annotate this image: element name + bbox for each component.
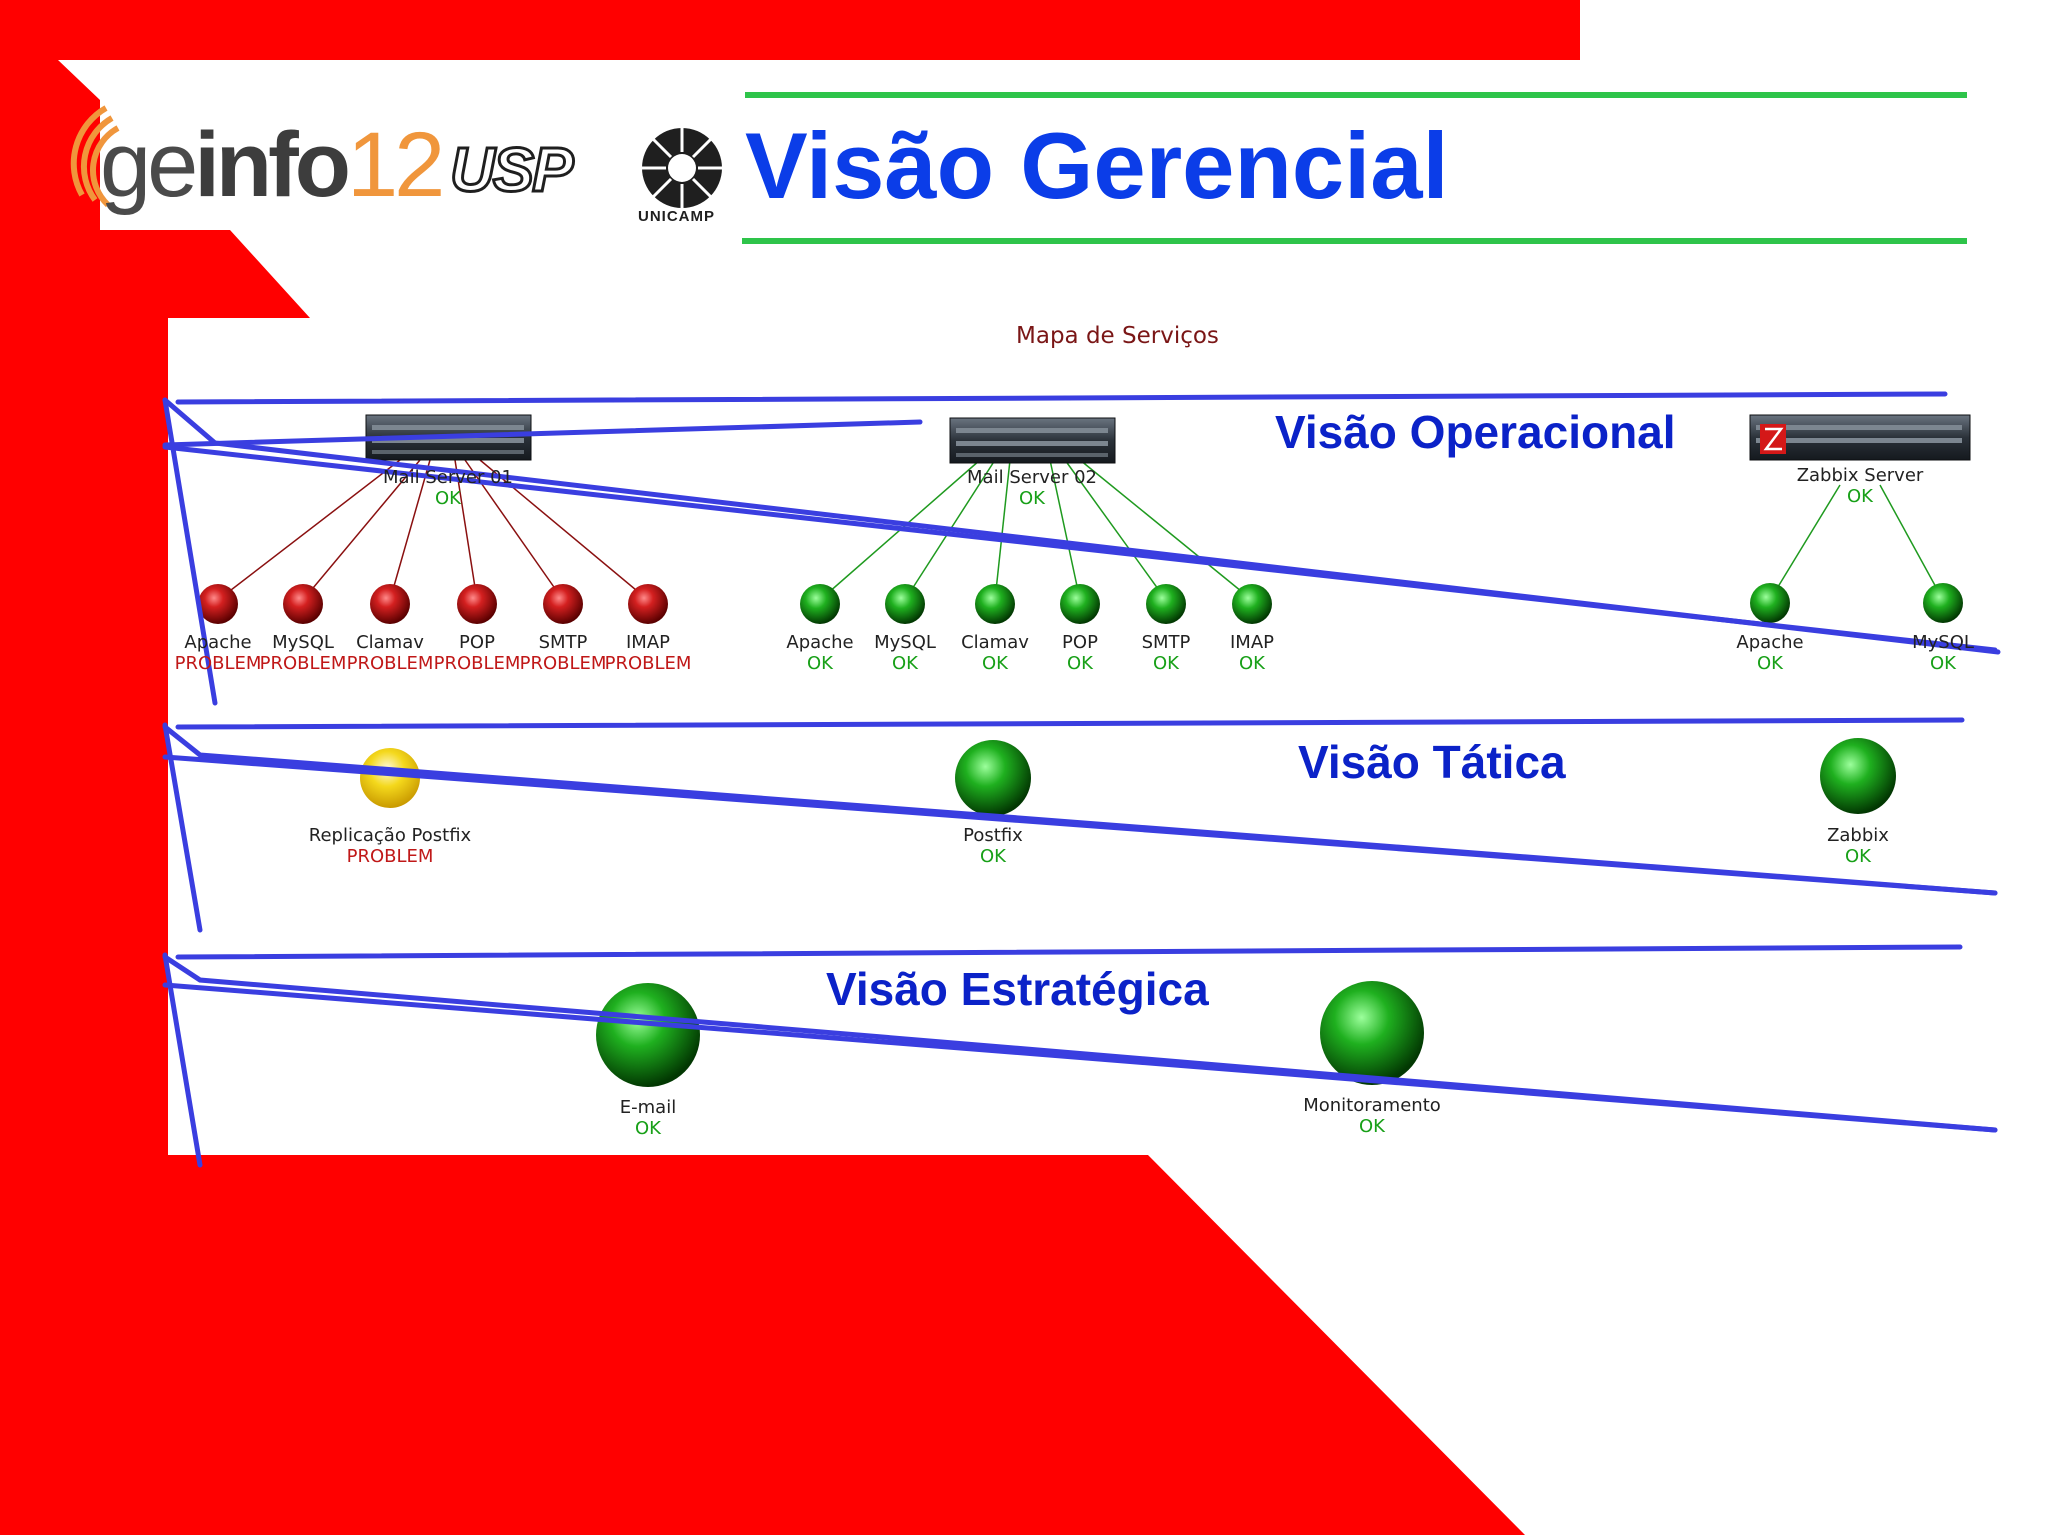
service-name: SMTP (1141, 632, 1191, 653)
service-name: Apache (1736, 632, 1804, 653)
geinfo-logo: geinfo12 (70, 110, 445, 220)
service-status: PROBLEM (174, 653, 262, 674)
node-status: OK (980, 846, 1006, 867)
server-name: Zabbix Server (1796, 465, 1924, 486)
service-name: Clamav (961, 632, 1029, 653)
tactical-ball-postfix (955, 740, 1031, 816)
server-icon-mail-server-02 (949, 417, 1116, 464)
slide-title: Visão Gerencial (745, 113, 1449, 218)
server-status: OK (1019, 488, 1045, 509)
service-name: Apache (184, 632, 252, 653)
service-name: MySQL (272, 632, 334, 653)
unicamp-logo-text: UNICAMP (638, 208, 715, 225)
service-name: IMAP (625, 632, 670, 653)
server-name: Mail Server 01 (383, 467, 513, 488)
service-status: OK (1067, 653, 1093, 674)
strategic-ball-monitoramento (1320, 981, 1424, 1085)
map-title: Mapa de Serviços (1016, 323, 1219, 349)
node-name: E-mail (619, 1097, 677, 1118)
node-name: Zabbix (1827, 825, 1889, 846)
view-label-operational: Visão Operacional (1275, 406, 1676, 458)
server-status: OK (1847, 486, 1873, 507)
node-name: Postfix (963, 825, 1023, 846)
service-status: OK (1930, 653, 1956, 674)
server-icon-zabbix-server (1749, 414, 1971, 461)
service-name: SMTP (538, 632, 588, 653)
strategic-ball-email (596, 983, 700, 1087)
service-status: OK (982, 653, 1008, 674)
node-status: OK (1359, 1116, 1385, 1137)
service-name: POP (459, 632, 495, 653)
server-node-zabbix-server[interactable]: Zabbix Server OK (1797, 465, 1924, 507)
service-status: PROBLEM (346, 653, 434, 674)
title-rule-bottom (742, 238, 1967, 244)
service-status: PROBLEM (519, 653, 607, 674)
server-status: OK (435, 488, 461, 509)
service-name: POP (1062, 632, 1098, 653)
service-status: OK (807, 653, 833, 674)
service-name: Apache (786, 632, 854, 653)
tactical-ball-replicacao (360, 748, 420, 808)
geinfo-arcs (70, 105, 120, 208)
service-name: Clamav (356, 632, 424, 653)
geinfo-logo-ge: ge (100, 114, 198, 216)
service-status: OK (892, 653, 918, 674)
unicamp-emblem (640, 126, 724, 210)
node-status: PROBLEM (346, 846, 434, 867)
annotation-strokes (162, 391, 2001, 1168)
server-node-mail-server-02[interactable]: Mail Server 02 OK (967, 467, 1097, 509)
view-label-tactical: Visão Tática (1298, 736, 1566, 788)
service-status: PROBLEM (433, 653, 521, 674)
red-frame (0, 0, 1580, 1535)
ms01-service-balls (198, 584, 668, 624)
service-status: OK (1153, 653, 1179, 674)
node-name: Monitoramento (1303, 1095, 1441, 1116)
usp-logo: USP (448, 135, 575, 207)
node-name: Replicação Postfix (308, 825, 472, 846)
service-status: PROBLEM (604, 653, 692, 674)
server-node-mail-server-01[interactable]: Mail Server 01 OK (383, 467, 513, 509)
service-name: MySQL (874, 632, 936, 653)
server-name: Mail Server 02 (967, 467, 1097, 488)
service-name: MySQL (1912, 632, 1974, 653)
geinfo-logo-info: info (194, 114, 351, 216)
zabbix-connectors (1769, 484, 1944, 601)
ms02-service-balls (800, 584, 1272, 624)
service-name: IMAP (1229, 632, 1275, 653)
zabbix-service-balls (1750, 583, 1963, 623)
node-status: OK (1845, 846, 1871, 867)
geinfo-logo-num: 12 (346, 114, 445, 216)
title-rule-top (745, 92, 1967, 98)
service-status: PROBLEM (259, 653, 347, 674)
service-status: OK (1757, 653, 1783, 674)
tactical-ball-zabbix (1820, 738, 1896, 814)
node-status: OK (635, 1118, 661, 1139)
service-status: OK (1239, 653, 1265, 674)
view-label-strategic: Visão Estratégica (826, 963, 1209, 1015)
